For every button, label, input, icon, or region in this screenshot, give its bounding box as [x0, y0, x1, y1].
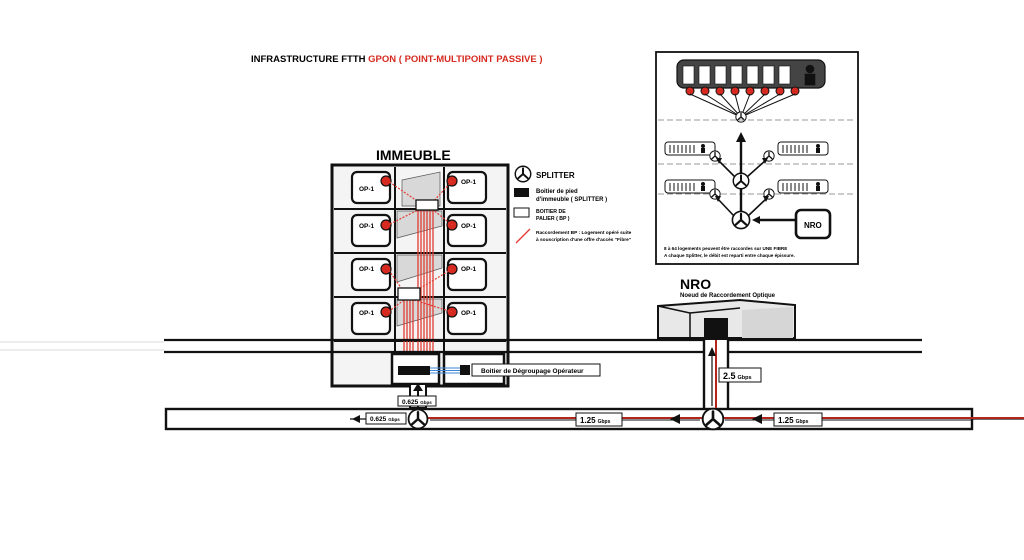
inset-nro-link-arrow: [752, 216, 760, 224]
unit-right-2: OP-1: [446, 213, 488, 248]
inset-splitter-root: [731, 210, 751, 230]
inset-branch-arrows: [715, 158, 769, 202]
rate-mid-box: [575, 412, 623, 427]
unit-label: OP-1: [359, 266, 375, 273]
mid-flow-arrowhead: [670, 414, 680, 424]
inset-splitter-top: [735, 111, 747, 123]
left-flow-arrowhead: [352, 415, 360, 423]
unit-label: OP-1: [359, 223, 375, 230]
onu-dot: [380, 219, 392, 231]
diagram-title: INFRASTRUCTURE FTTH GPON ( POINT-MULTIPO…: [251, 54, 543, 65]
legend-raccord-line2: à souscription d'une offre d'accès "Fibr…: [536, 237, 631, 243]
inset-home-ticks: [669, 145, 808, 191]
nro-subtitle: Noeud de Raccordement Optique: [680, 293, 776, 299]
floor-lines: [334, 167, 506, 384]
unit-left-1: OP-1: [350, 170, 392, 205]
inset-separators: [658, 119, 856, 195]
legend-bp-line2: PALIER ( BP ): [536, 216, 570, 222]
unit-label: OP-1: [461, 179, 477, 186]
inset-home-figures: [701, 144, 820, 191]
inset-branches: [716, 159, 768, 217]
title-part-gpon: GPON ( POINT-MULTIPOINT PASSIVE ): [368, 54, 542, 65]
rate-left-value: 0.625: [370, 416, 387, 423]
legend-bp-line1: BOITIER DE: [536, 209, 566, 215]
legend-raccord-line1: Raccordement BP : Logement opéré suite: [536, 230, 632, 236]
boitier-pied-immeuble: [398, 366, 430, 375]
inset-panel: NRO 8 à 64 logements peuvent être raccor…: [655, 51, 859, 265]
onu-dot: [380, 263, 392, 275]
degroupage-fibers: [430, 367, 460, 374]
rate-left-box: [365, 412, 407, 425]
legend-bpi-line1: Boitier de pied: [536, 189, 578, 195]
title-part-ftth: INFRASTRUCTURE FTTH: [251, 54, 368, 65]
degroupage-label-box: [471, 363, 601, 377]
stairwell-shading: [396, 171, 443, 327]
right-flow-arrowhead: [752, 414, 762, 424]
unit-label: OP-1: [461, 310, 477, 317]
riser-arrowhead: [413, 383, 423, 391]
inset-nro-label: NRO: [804, 221, 822, 230]
legend-splitter-label: SPLITTER: [536, 171, 575, 180]
rate-nro-value: 2.5: [723, 371, 736, 381]
rate-riser-box: [397, 395, 437, 407]
floor-box-bp-upper: [415, 199, 439, 211]
legend: SPLITTER Boitier de pied d'immeuble ( SP…: [513, 165, 632, 244]
rate-riser-unit: Gbps: [420, 400, 432, 405]
degroupage-label: Boitier de Dégroupage Opérateur: [481, 368, 584, 375]
rate-mid-value: 1.25: [580, 416, 596, 425]
legend-bpi-swatch: [514, 188, 529, 197]
unit-right-1: OP-1: [446, 170, 488, 205]
rate-right-unit: Gbps: [796, 419, 809, 425]
nro-building: NRO Noeud de Raccordement Optique: [657, 276, 796, 340]
inset-caption-line2: A chaque Splitter, le débit est reparti …: [664, 253, 795, 258]
splitter-conduit-right: [701, 407, 725, 431]
legend-raccord-swatch: [515, 228, 531, 244]
unit-label: OP-1: [461, 223, 477, 230]
rate-left-unit: Gbps: [388, 417, 400, 422]
unit-label: OP-1: [359, 186, 375, 193]
legend-splitter-icon: [514, 165, 532, 183]
unit-label: OP-1: [359, 310, 375, 317]
rate-nro-box: [718, 367, 762, 383]
unit-left-4: OP-1: [350, 301, 392, 336]
legend-bp-swatch: [513, 207, 530, 218]
onu-dot: [380, 306, 392, 318]
inset-top-home-icons: [682, 64, 816, 86]
inset-splitter-center: [732, 172, 750, 190]
rate-nro-unit: Gbps: [738, 375, 752, 381]
rate-right-box: [773, 412, 823, 427]
onu-dot: [380, 175, 392, 187]
boitier-degroupage: [460, 365, 470, 375]
inset-trunk-arrow: [736, 132, 746, 142]
nro-title: NRO: [680, 276, 711, 292]
rate-mid-unit: Gbps: [598, 419, 611, 425]
unit-left-2: OP-1: [350, 213, 392, 248]
floor-box-bp-lower: [397, 287, 421, 301]
building: IMMEUBLE OP-1 OP-1: [330, 147, 510, 388]
onu-dot: [446, 263, 458, 275]
inset-top-dots: [685, 86, 800, 96]
inset-nro-box: [794, 208, 832, 240]
unit-left-3: OP-1: [350, 257, 392, 292]
street: [0, 338, 922, 354]
inset-caption-line1: 8 à 64 logements peuvent être raccordes …: [664, 246, 787, 251]
rate-riser-value: 0.625: [402, 399, 419, 406]
building-title: IMMEUBLE: [376, 147, 451, 163]
nro-olt: [704, 318, 728, 340]
unit-label: OP-1: [461, 266, 477, 273]
rate-right-value: 1.25: [778, 416, 794, 425]
legend-bpi-line2: d'immeuble ( SPLITTER ): [536, 197, 607, 203]
unit-right-4: OP-1: [446, 301, 488, 336]
splitter-conduit-left: [407, 408, 429, 430]
apartment-units: OP-1 OP-1 OP-1 OP-1 OP-1: [350, 170, 488, 336]
unit-right-3: OP-1: [446, 257, 488, 292]
